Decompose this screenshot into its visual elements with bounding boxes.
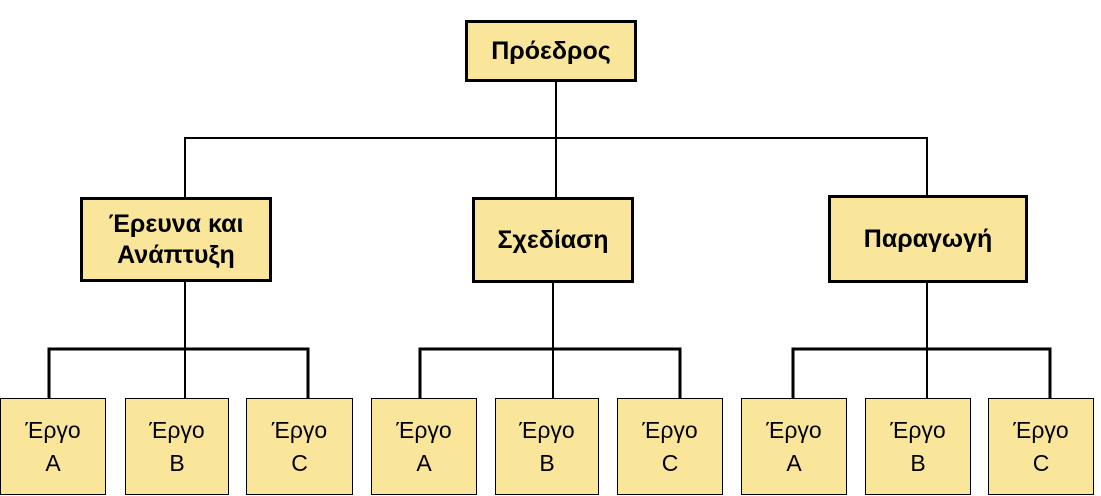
project-label-line-2: C bbox=[1032, 449, 1050, 476]
node-department-research-line-2: Ανάπτυξη bbox=[117, 240, 235, 269]
node-president: Πρόεδρος bbox=[465, 20, 637, 82]
project-label-line-1: Έργο bbox=[890, 416, 946, 443]
project-label-line-1: Έργο bbox=[149, 416, 205, 443]
node-department-research-line-1: Έρευνα και bbox=[108, 209, 244, 238]
node-project-production-b: Έργο B bbox=[865, 398, 971, 495]
node-project-design-a: Έργο A bbox=[371, 398, 477, 495]
project-label-line-2: A bbox=[786, 449, 802, 476]
node-department-research: Έρευνα και Ανάπτυξη bbox=[80, 197, 272, 282]
node-project-production-c: Έργο C bbox=[988, 398, 1094, 495]
node-department-design: Σχεδίαση bbox=[472, 197, 634, 283]
node-department-production-label: Παραγωγή bbox=[863, 224, 993, 253]
node-project-research-b: Έργο B bbox=[125, 398, 229, 495]
node-department-design-label: Σχεδίαση bbox=[497, 225, 609, 254]
project-label-line-1: Έργο bbox=[25, 416, 81, 443]
project-label-line-2: B bbox=[539, 449, 555, 476]
node-project-research-a: Έργο A bbox=[0, 398, 106, 495]
project-label-line-2: A bbox=[416, 449, 432, 476]
project-label-line-1: Έργο bbox=[766, 416, 822, 443]
project-label-line-1: Έργο bbox=[642, 416, 698, 443]
project-label-line-2: A bbox=[45, 449, 61, 476]
node-project-research-c: Έργο C bbox=[246, 398, 353, 495]
project-label-line-2: C bbox=[291, 449, 308, 476]
node-project-production-a: Έργο A bbox=[741, 398, 847, 495]
project-label-line-1: Έργο bbox=[271, 416, 328, 443]
node-president-label: Πρόεδρος bbox=[491, 36, 611, 65]
project-label-line-2: B bbox=[910, 449, 926, 476]
node-project-design-c: Έργο C bbox=[617, 398, 723, 495]
project-label-line-1: Έργο bbox=[396, 416, 452, 443]
project-label-line-2: C bbox=[661, 449, 679, 476]
project-label-line-2: B bbox=[169, 449, 185, 476]
project-label-line-1: Έργο bbox=[519, 416, 575, 443]
node-department-production: Παραγωγή bbox=[828, 195, 1028, 283]
project-label-line-1: Έργο bbox=[1013, 416, 1069, 443]
node-project-design-b: Έργο B bbox=[495, 398, 599, 495]
